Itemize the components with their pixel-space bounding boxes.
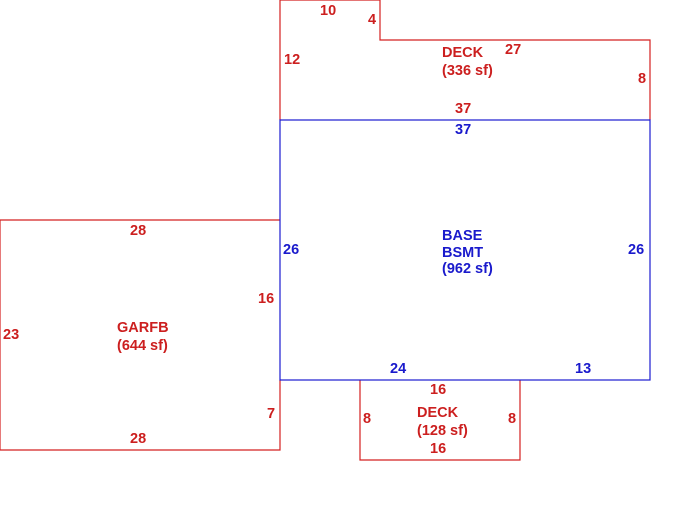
- deck-top-dim-top: 27: [505, 42, 521, 58]
- deck-bottom-dim-right: 8: [508, 411, 516, 427]
- base-dim-left: 26: [283, 242, 299, 258]
- deck-top-outline: [279, 0, 651, 120]
- garage-outline: [0, 219, 281, 451]
- deck-top-dim-step-height: 4: [368, 12, 376, 28]
- garage-dim-top: 28: [130, 223, 146, 239]
- base-name-line2: BSMT: [442, 245, 483, 261]
- garage-area: (644 sf): [117, 338, 168, 354]
- deck-top-area: (336 sf): [442, 63, 493, 79]
- garage-dim-bottom: 28: [130, 431, 146, 447]
- base-dim-bottom-right: 13: [575, 361, 591, 377]
- deck-top-dim-step-width: 10: [320, 3, 336, 19]
- garage-dim-right-lower: 7: [267, 406, 275, 422]
- deck-top-dim-right: 8: [638, 71, 646, 87]
- deck-bottom-name: DECK: [417, 405, 459, 421]
- deck-top-dim-bottom: 37: [455, 101, 471, 117]
- deck-bottom-dim-top: 16: [430, 382, 446, 398]
- deck-top-dim-left: 12: [284, 52, 300, 68]
- base-area: (962 sf): [442, 261, 493, 277]
- deck-bottom-area: (128 sf): [417, 423, 468, 439]
- garage-dim-left: 23: [3, 327, 19, 343]
- base-name-line1: BASE: [442, 228, 483, 244]
- base-outline: [279, 119, 651, 381]
- base-dim-right: 26: [628, 242, 644, 258]
- deck-bottom-outline: [359, 380, 521, 461]
- garage-dim-right-upper: 16: [258, 291, 274, 307]
- base-dim-bottom-left: 24: [390, 361, 406, 377]
- deck-bottom-dim-bottom: 16: [430, 441, 446, 457]
- deck-bottom-dim-left: 8: [363, 411, 371, 427]
- garage-name: GARFB: [117, 320, 169, 336]
- deck-top-name: DECK: [442, 45, 484, 61]
- base-dim-top: 37: [455, 122, 471, 138]
